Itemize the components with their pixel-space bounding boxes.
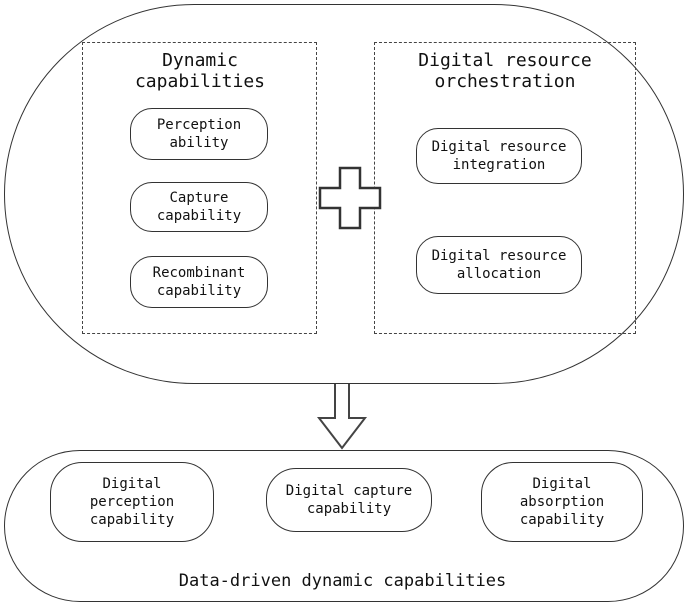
perception-ability-node: Perception ability (130, 108, 268, 160)
digital-capture-capability-node: Digital capture capability (266, 468, 432, 532)
dynamic-capabilities-title: Dynamic capabilities (134, 50, 266, 92)
data-driven-container (4, 450, 684, 602)
recombinant-capability-node: Recombinant capability (130, 256, 268, 308)
digital-perception-capability-node: Digital perception capability (50, 462, 214, 542)
capture-capability-node: Capture capability (130, 182, 268, 232)
data-driven-label: Data-driven dynamic capabilities (178, 571, 507, 591)
digital-resource-allocation-node: Digital resource allocation (416, 236, 582, 294)
digital-resource-integration-node: Digital resource integration (416, 128, 582, 184)
dynamic-capabilities-box (82, 42, 317, 334)
down-arrow-icon (316, 384, 368, 450)
digital-absorption-capability-node: Digital absorption capability (481, 462, 643, 542)
top-container (4, 4, 684, 384)
plus-icon (318, 166, 382, 230)
digital-resource-orchestration-title: Digital resource orchestration (418, 50, 592, 92)
